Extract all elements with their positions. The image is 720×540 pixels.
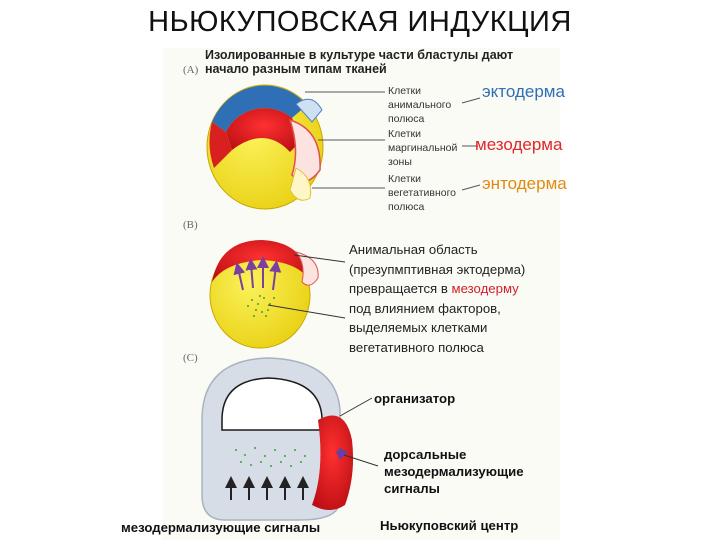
- caption-line-2: начало разным типам тканей: [205, 62, 387, 76]
- organizer-label: организатор: [374, 391, 456, 406]
- leader-line-ectoderm: [461, 97, 481, 104]
- panel-label-b: (B): [183, 219, 198, 231]
- leader-line-endoderm: [461, 184, 481, 191]
- ectoderm-label: эктодерма: [482, 82, 565, 101]
- blastula-sphere-b: [209, 240, 319, 349]
- nieuwkoop-center-label: Ньюкуповский центр: [380, 518, 519, 533]
- blastula-section-c: [201, 357, 354, 521]
- leader-line-vegetal-factors: [267, 304, 346, 319]
- induction-description: Анимальная область (презупмптивная эктод…: [349, 242, 526, 355]
- panel-label-c: (C): [183, 352, 198, 364]
- mesoderm-dots-c: [235, 447, 306, 467]
- leader-line-animal-region: [293, 254, 346, 263]
- slide-title: НЬЮКУПОВСКАЯ ИНДУКЦИЯ: [148, 6, 572, 38]
- leader-line-dorsal: [343, 454, 379, 467]
- mesoderm-signals-label: мезодермализующие сигналы: [121, 520, 321, 535]
- mesoderm-highlight: мезодерму: [451, 281, 519, 296]
- panel-label-a: (A): [183, 64, 199, 76]
- blastula-sphere-a: [206, 84, 324, 210]
- mesoderm-label: мезодерма: [475, 135, 563, 154]
- figure-caption: Изолированные в культуре части бластулы …: [205, 48, 513, 76]
- endoderm-label: энтодерма: [482, 174, 567, 193]
- caption-line-1: Изолированные в культуре части бластулы …: [205, 48, 514, 62]
- vegetal-dots-b: [247, 295, 275, 317]
- leader-line-organizer: [339, 397, 373, 417]
